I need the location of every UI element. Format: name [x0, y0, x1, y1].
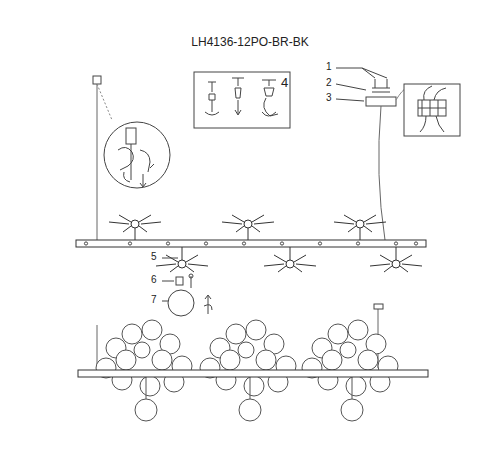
arm-stem: [146, 377, 147, 399]
bar-hole: [280, 242, 283, 245]
glass-globe: [220, 350, 240, 370]
bar-hole: [394, 242, 397, 245]
glass-globe: [340, 342, 356, 358]
arm: [334, 215, 386, 240]
glass-globe: [346, 376, 366, 396]
callout-number: 5: [151, 252, 157, 262]
glass-globe: [226, 324, 246, 344]
arm: [109, 215, 161, 240]
glass-globe: [256, 350, 276, 370]
glass-globe: [116, 350, 136, 370]
bar-hole: [242, 242, 245, 245]
arm: [370, 247, 422, 272]
bar-hole: [166, 242, 169, 245]
glass-globe: [341, 399, 363, 421]
bar-hole: [204, 242, 207, 245]
glass-globe: [328, 324, 348, 344]
callout-number: 1: [326, 62, 332, 72]
glass-globe: [140, 376, 160, 396]
callout-number: 4: [281, 76, 288, 89]
callout-number: 6: [151, 275, 157, 285]
glass-globe: [358, 350, 378, 370]
glass-globe: [244, 376, 264, 396]
glass-globe: [134, 342, 150, 358]
glass-globe: [135, 399, 157, 421]
glass-globe: [348, 320, 368, 340]
bar-hole: [318, 242, 321, 245]
glass-globe: [239, 399, 261, 421]
bar-hole: [84, 242, 87, 245]
glass-globe: [322, 350, 342, 370]
arm-stem: [352, 377, 353, 399]
bar-hole: [356, 242, 359, 245]
arm-stem: [250, 377, 251, 399]
callout-number: 2: [326, 78, 332, 88]
arm: [156, 247, 208, 272]
arm: [264, 247, 316, 272]
bar-hole: [128, 242, 131, 245]
bar-hole: [414, 242, 417, 245]
glass-globe: [142, 320, 162, 340]
callout-number: 7: [151, 295, 157, 305]
glass-globe: [246, 320, 266, 340]
callout-number: 3: [326, 93, 332, 103]
glass-globe: [238, 342, 254, 358]
glass-globe: [122, 324, 142, 344]
diagram-title: LH4136-12PO-BR-BK: [191, 36, 308, 48]
arm: [222, 215, 274, 240]
glass-globe: [152, 350, 172, 370]
